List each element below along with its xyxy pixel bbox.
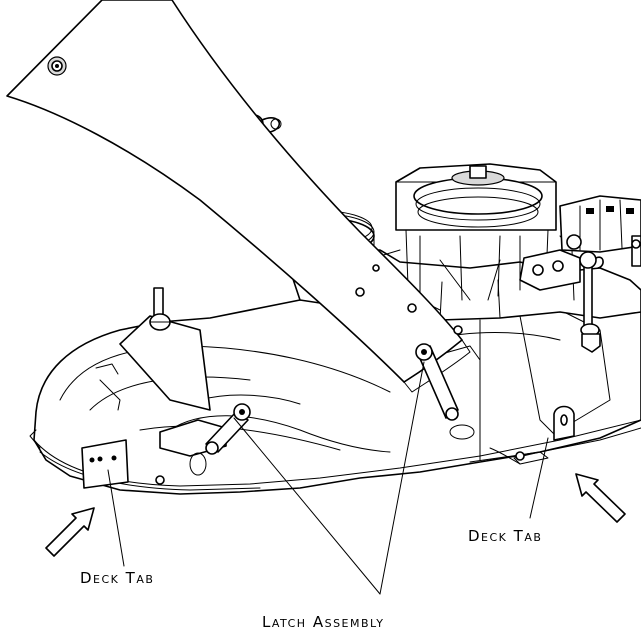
latch-assembly-left [159, 403, 251, 476]
right-bracket-assembly [519, 195, 641, 353]
label-deck-tab-right: Deck Tab [468, 527, 542, 545]
latch-assembly-right [415, 343, 475, 440]
deck-tab-left-part [81, 439, 129, 489]
label-latch-assembly: Latch Assembly [262, 613, 384, 631]
leader-lines [107, 361, 549, 595]
arrow-right [575, 473, 626, 523]
arrow-left [45, 507, 95, 557]
front-rod-left [119, 287, 211, 411]
deck-tab-right-part [489, 405, 575, 465]
center-pulley-guard [379, 163, 575, 311]
label-deck-tab-left: Deck Tab [80, 569, 154, 587]
fasteners [155, 264, 525, 485]
